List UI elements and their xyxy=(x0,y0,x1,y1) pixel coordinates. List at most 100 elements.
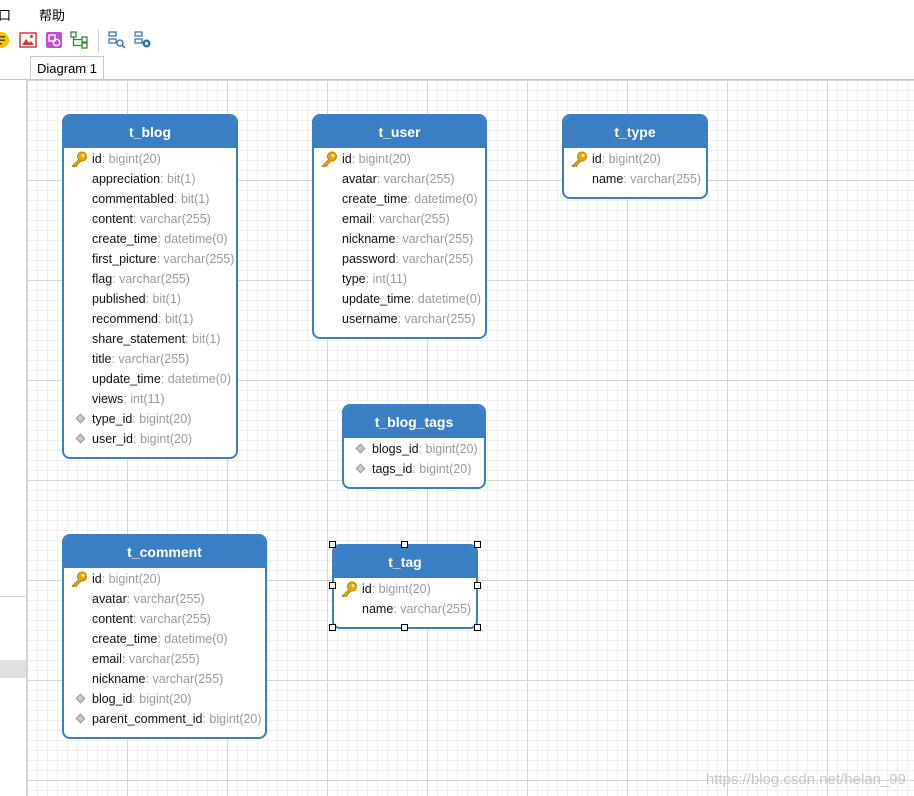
entity-t_tag[interactable]: t_tag id: bigint(20)name: varchar(255) xyxy=(332,544,478,629)
field-row[interactable]: create_time: datetime(0) xyxy=(64,629,265,649)
field-type: : varchar(255) xyxy=(126,592,205,606)
field-row[interactable]: commentabled: bit(1) xyxy=(64,189,236,209)
field-name: content xyxy=(92,612,134,626)
field-row[interactable]: email: varchar(255) xyxy=(64,649,265,669)
field-row[interactable]: id: bigint(20) xyxy=(564,149,706,169)
field-row[interactable]: password: varchar(255) xyxy=(314,249,485,269)
field-row[interactable]: appreciation: bit(1) xyxy=(64,169,236,189)
field-row[interactable]: avatar: varchar(255) xyxy=(64,589,265,609)
primary-key-icon xyxy=(71,151,87,167)
field-row[interactable]: published: bit(1) xyxy=(64,289,236,309)
field-row[interactable]: username: varchar(255) xyxy=(314,309,485,329)
field-type: : bigint(20) xyxy=(132,692,192,706)
field-type: : bit(1) xyxy=(185,332,221,346)
entity-title: t_user xyxy=(314,116,485,148)
left-panel-selected-item[interactable] xyxy=(0,660,26,678)
field-name: recommend xyxy=(92,312,158,326)
selection-handle-bottom[interactable] xyxy=(401,624,408,631)
field-row[interactable]: id: bigint(20) xyxy=(64,569,265,589)
field-row[interactable]: recommend: bit(1) xyxy=(64,309,236,329)
field-row[interactable]: type_id: bigint(20) xyxy=(64,409,236,429)
field-name: id xyxy=(362,582,372,596)
field-row[interactable]: update_time: datetime(0) xyxy=(314,289,485,309)
search-settings-icon[interactable] xyxy=(134,31,152,49)
field-type: : int(11) xyxy=(123,392,165,406)
field-name: avatar xyxy=(92,592,127,606)
field-row[interactable]: blogs_id: bigint(20) xyxy=(344,439,484,459)
entity-title: t_blog_tags xyxy=(344,406,484,438)
tree-layout-icon[interactable] xyxy=(70,31,88,49)
field-row[interactable]: avatar: varchar(255) xyxy=(314,169,485,189)
field-type: : varchar(255) xyxy=(395,232,474,246)
field-row[interactable]: title: varchar(255) xyxy=(64,349,236,369)
tab-divider xyxy=(0,79,914,80)
entity-t_type[interactable]: t_type id: bigint(20)name: varchar(255) xyxy=(562,114,708,199)
field-name: views xyxy=(92,392,124,406)
field-type: : datetime(0) xyxy=(157,632,228,646)
field-row[interactable]: name: varchar(255) xyxy=(334,599,476,619)
field-type: : bigint(20) xyxy=(601,152,661,166)
field-row[interactable]: name: varchar(255) xyxy=(564,169,706,189)
diagram-canvas[interactable]: t_blog id: bigint(20)appreciation: bit(1… xyxy=(27,80,914,796)
field-row[interactable]: content: varchar(255) xyxy=(64,609,265,629)
field-row[interactable]: nickname: varchar(255) xyxy=(64,669,265,689)
field-row[interactable]: type: int(11) xyxy=(314,269,485,289)
field-row[interactable]: first_picture: varchar(255) xyxy=(64,249,236,269)
field-name: id xyxy=(92,152,102,166)
entity-t_user[interactable]: t_user id: bigint(20)avatar: varchar(255… xyxy=(312,114,487,339)
field-list: blogs_id: bigint(20)tags_id: bigint(20) xyxy=(344,438,484,479)
field-type: : bit(1) xyxy=(174,192,210,206)
field-row[interactable]: flag: varchar(255) xyxy=(64,269,236,289)
field-name: user_id xyxy=(92,432,133,446)
field-row[interactable]: create_time: datetime(0) xyxy=(314,189,485,209)
menu-item-window[interactable]: 口 xyxy=(0,8,12,23)
field-name: name xyxy=(592,172,624,186)
field-row[interactable]: content: varchar(255) xyxy=(64,209,236,229)
toolbar xyxy=(0,26,914,56)
tab-strip: Diagram 1 xyxy=(0,56,914,80)
selection-handle-left[interactable] xyxy=(329,582,336,589)
field-name: first_picture xyxy=(92,252,157,266)
field-type: : varchar(255) xyxy=(133,612,211,626)
field-name: appreciation xyxy=(92,172,161,186)
field-type: : datetime(0) xyxy=(407,192,478,206)
field-type: : bigint(20) xyxy=(202,712,262,726)
selection-handle-bottom-left[interactable] xyxy=(329,624,336,631)
field-row[interactable]: tags_id: bigint(20) xyxy=(344,459,484,479)
selection-handle-top-left[interactable] xyxy=(329,541,336,548)
field-type: : bigint(20) xyxy=(351,152,411,166)
field-type: : bigint(20) xyxy=(133,432,193,446)
field-row[interactable]: id: bigint(20) xyxy=(334,579,476,599)
entity-t_blog[interactable]: t_blog id: bigint(20)appreciation: bit(1… xyxy=(62,114,238,459)
menu-bar: 口 帮助 xyxy=(0,0,914,26)
field-type: : datetime(0) xyxy=(410,292,481,306)
selection-handle-top[interactable] xyxy=(401,541,408,548)
field-row[interactable]: id: bigint(20) xyxy=(64,149,236,169)
entity-title: t_tag xyxy=(334,546,476,578)
entity-t_comment[interactable]: t_comment id: bigint(20)avatar: varchar(… xyxy=(62,534,267,739)
field-row[interactable]: email: varchar(255) xyxy=(314,209,485,229)
left-panel xyxy=(0,80,27,796)
menu-item-help[interactable]: 帮助 xyxy=(39,8,66,23)
field-name: password xyxy=(342,252,396,266)
field-row[interactable]: update_time: datetime(0) xyxy=(64,369,236,389)
field-type: : bit(1) xyxy=(145,292,181,306)
entity-t_blog_tags[interactable]: t_blog_tags blogs_id: bigint(20)tags_id:… xyxy=(342,404,486,489)
shapes-icon[interactable] xyxy=(45,31,63,49)
selection-handle-top-right[interactable] xyxy=(474,541,481,548)
note-icon[interactable] xyxy=(0,31,10,49)
field-row[interactable]: id: bigint(20) xyxy=(314,149,485,169)
selection-handle-bottom-right[interactable] xyxy=(474,624,481,631)
field-row[interactable]: views: int(11) xyxy=(64,389,236,409)
selection-handle-right[interactable] xyxy=(474,582,481,589)
field-name: create_time xyxy=(92,632,158,646)
field-row[interactable]: create_time: datetime(0) xyxy=(64,229,236,249)
field-row[interactable]: parent_comment_id: bigint(20) xyxy=(64,709,265,729)
image-icon[interactable] xyxy=(19,31,37,49)
field-row[interactable]: nickname: varchar(255) xyxy=(314,229,485,249)
find-icon[interactable] xyxy=(108,31,126,49)
field-row[interactable]: share_statement: bit(1) xyxy=(64,329,236,349)
field-row[interactable]: user_id: bigint(20) xyxy=(64,429,236,449)
field-row[interactable]: blog_id: bigint(20) xyxy=(64,689,265,709)
tab-diagram-1[interactable]: Diagram 1 xyxy=(30,56,104,80)
